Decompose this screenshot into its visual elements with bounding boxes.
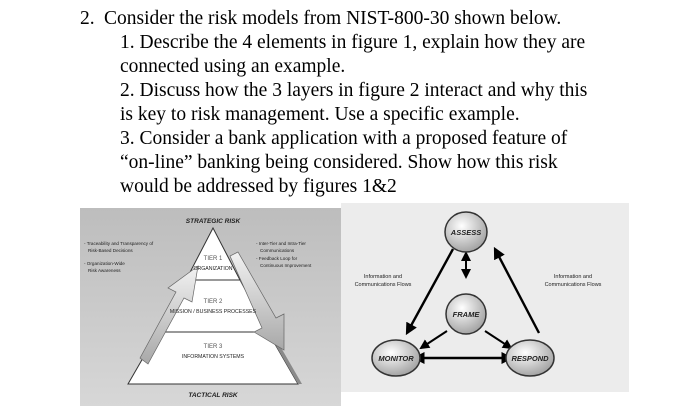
- arrow-frame-monitor: [419, 330, 448, 350]
- tier-2-desc: MISSION / BUSINESS PROCESSES: [170, 309, 257, 315]
- question-line-3: 2. Discuss how the 3 layers in figure 2 …: [120, 80, 588, 101]
- tier-1-name: TIER 1: [204, 256, 223, 262]
- figure-pyramid: STRATEGIC RISK TACTICAL RISK TIER 1 ORGA…: [80, 208, 341, 406]
- tactical-risk-label: TACTICAL RISK: [188, 392, 239, 399]
- question-intro: Consider the risk models from NIST-800-3…: [104, 8, 562, 29]
- left-note-2: Risk-Based Decisions: [88, 248, 133, 253]
- question-line-5: 3. Consider a bank application with a pr…: [120, 128, 568, 149]
- right-note-2: Communications: [260, 248, 295, 253]
- right-note-4: Continuous Improvement: [260, 263, 312, 268]
- left-note-4: Risk Awareness: [88, 268, 121, 273]
- frame-label: FRAME: [453, 310, 481, 319]
- arrow-assess-monitor: [405, 248, 455, 336]
- tier-1-desc: ORGANIZATION: [193, 266, 232, 272]
- left-note-3: - Organization-Wide: [84, 261, 125, 266]
- monitor-node: [371, 339, 421, 377]
- monitor-label: MONITOR: [378, 354, 414, 363]
- question-line-6: “on-line” banking being considered. Show…: [120, 152, 558, 173]
- assess-node: [444, 211, 488, 253]
- frame-node: [445, 293, 487, 335]
- left-flow-line-1: Information and: [364, 274, 402, 280]
- right-flow-line-1: Information and: [554, 274, 592, 280]
- question-line-1: 1. Describe the 4 elements in figure 1, …: [120, 32, 586, 53]
- left-note-1: - Traceability and Transparency of: [84, 241, 154, 246]
- tier-2-name: TIER 2: [204, 299, 223, 305]
- tier-3-name: TIER 3: [204, 344, 223, 350]
- left-flow-line-2: Communications Flows: [355, 282, 412, 288]
- down-arrow: [229, 251, 285, 351]
- right-note-3: - Feedback Loop for: [256, 256, 298, 261]
- right-flow-line-2: Communications Flows: [545, 282, 602, 288]
- respond-label: RESPOND: [511, 354, 549, 363]
- question-line-7: would be addressed by figures 1&2: [120, 176, 397, 197]
- tier-3-desc: INFORMATION SYSTEMS: [182, 354, 245, 360]
- question-line-2: connected using an example.: [120, 56, 346, 77]
- strategic-risk-label: STRATEGIC RISK: [186, 218, 242, 225]
- arrow-frame-respond: [484, 330, 513, 350]
- up-arrow: [139, 265, 199, 365]
- question-number: 2.: [80, 8, 95, 29]
- right-note-1: - Inter-Tier and Intra-Tier: [256, 241, 306, 246]
- respond-node: [505, 339, 555, 377]
- arrow-respond-assess: [493, 246, 541, 334]
- figure-risk-cycle: ASSESS FRAME MONITOR RESPOND Information…: [341, 203, 629, 392]
- assess-label: ASSESS: [450, 228, 481, 237]
- question-line-4: is key to risk management. Use a specifi…: [120, 104, 520, 125]
